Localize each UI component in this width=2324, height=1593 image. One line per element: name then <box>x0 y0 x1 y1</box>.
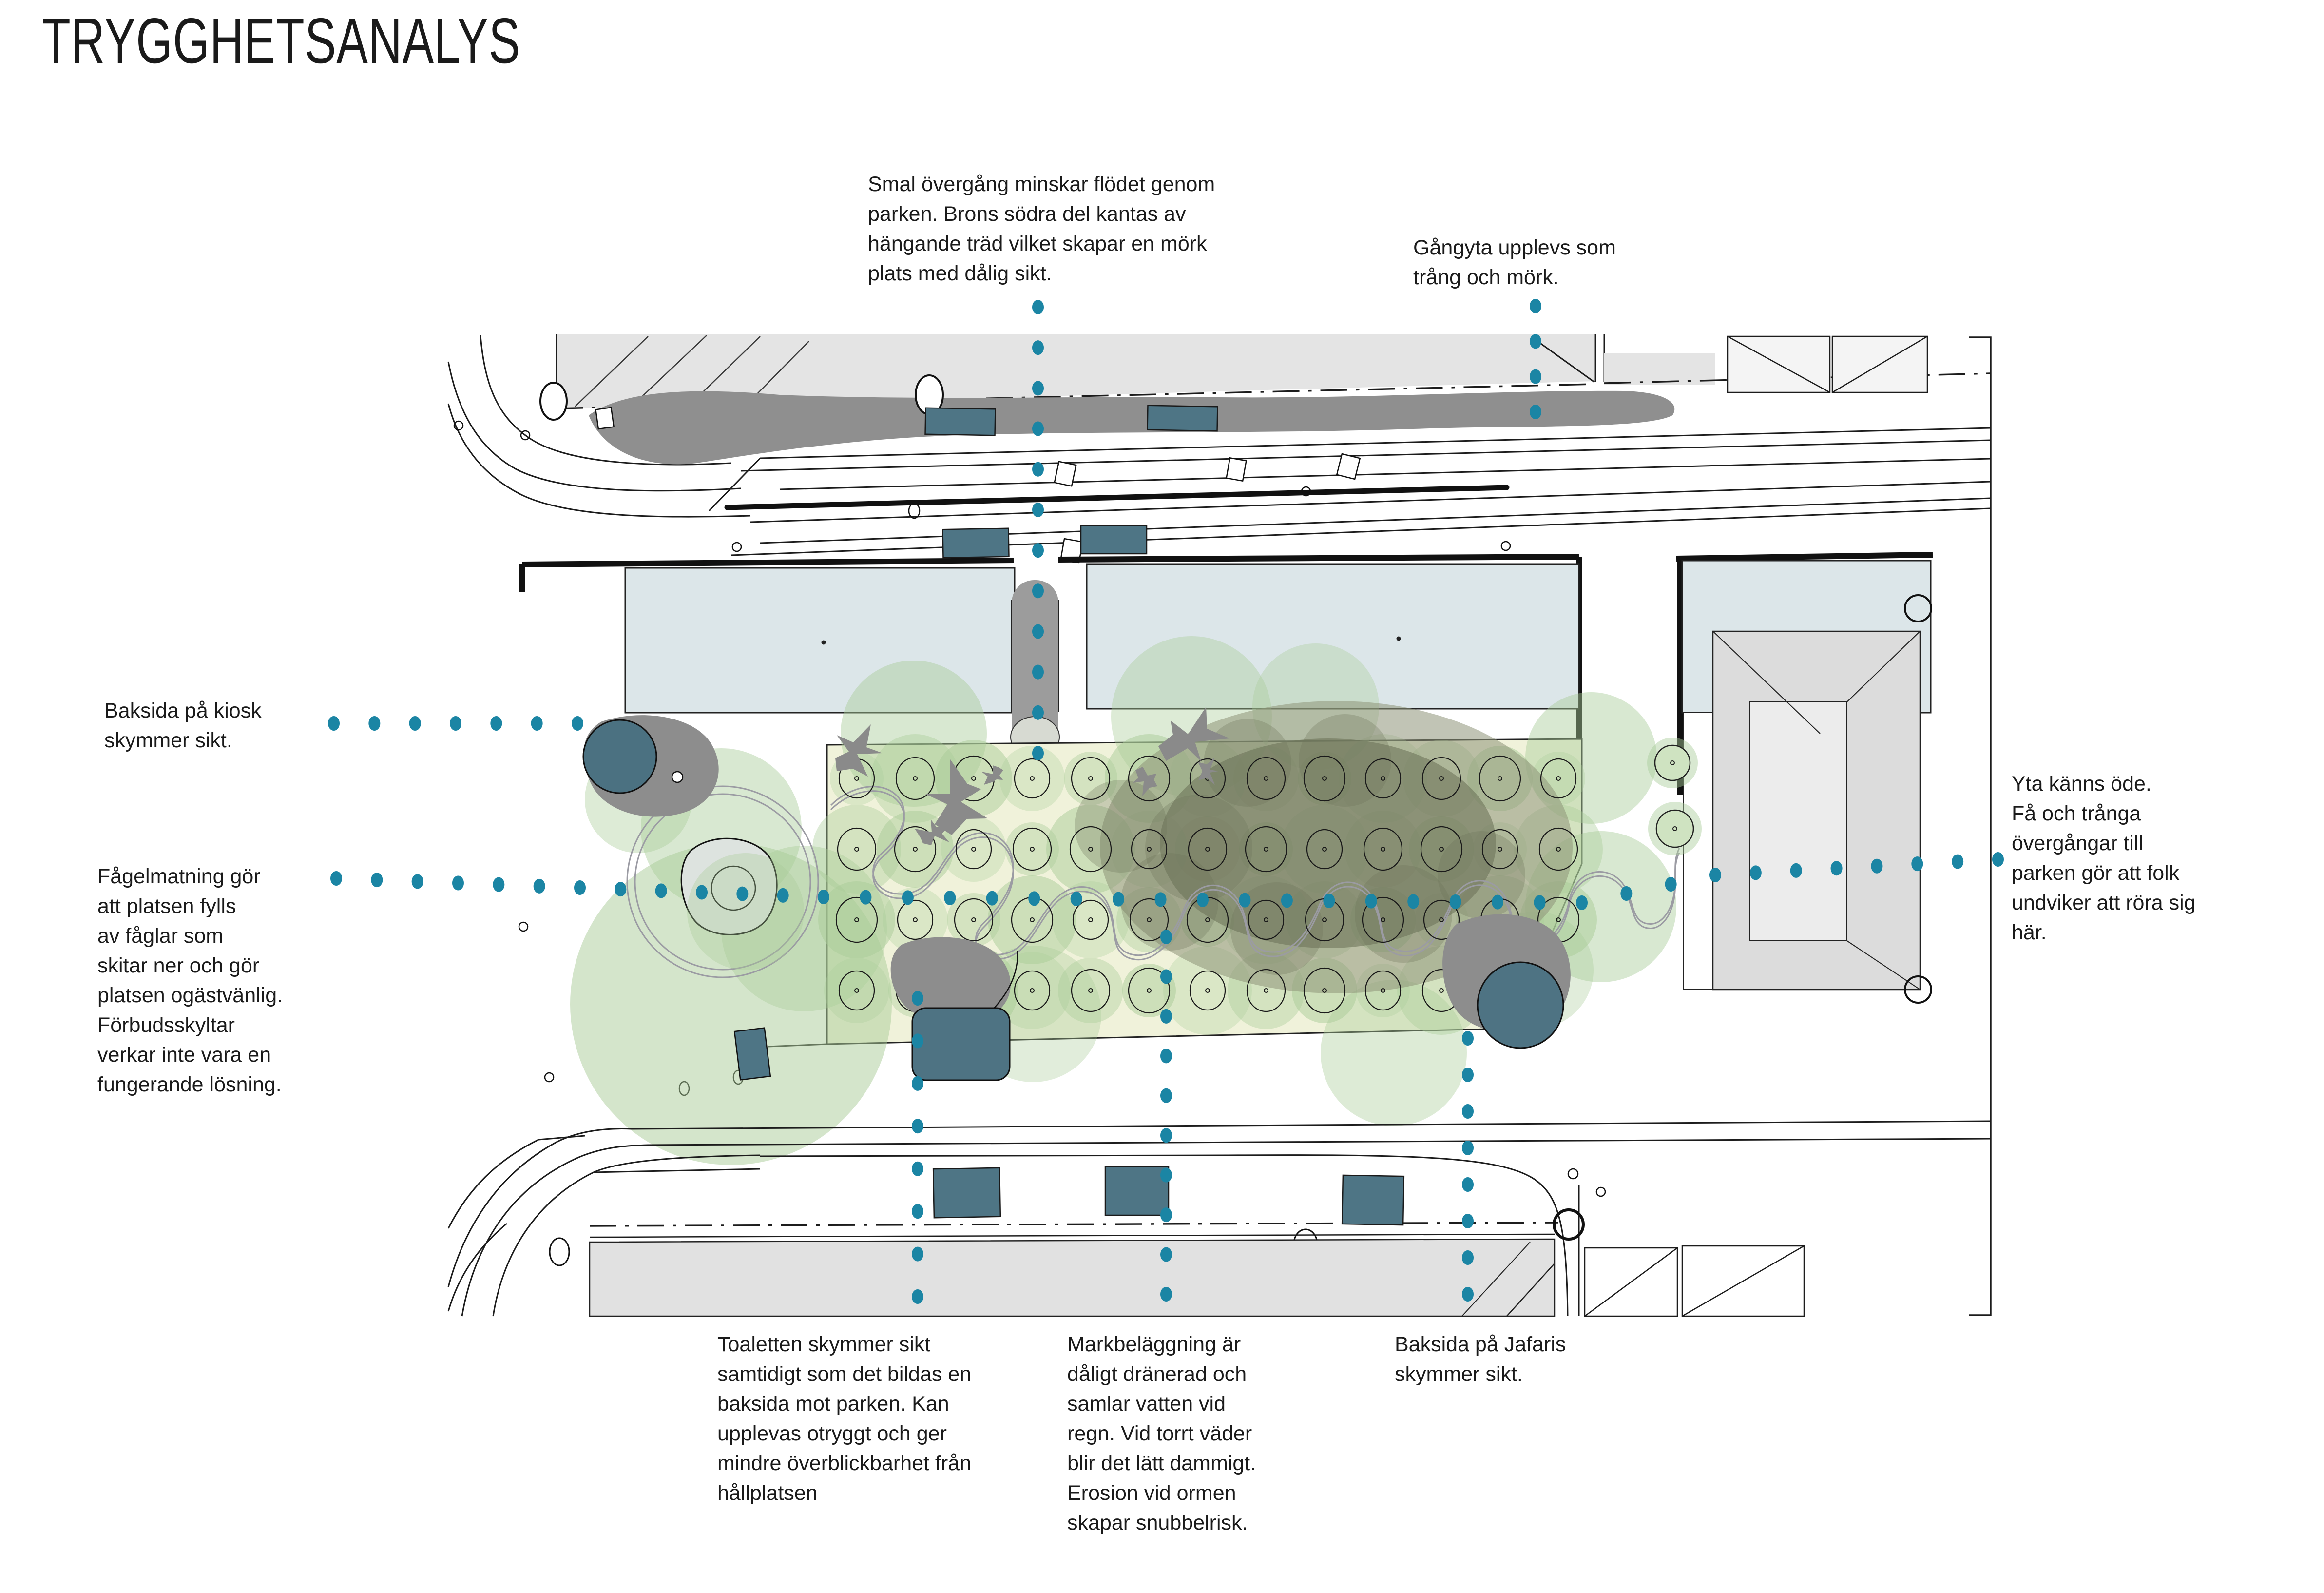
plaza-ring-outer <box>626 785 819 978</box>
tram-line <box>724 485 1510 510</box>
door-circle-top <box>1904 594 1932 622</box>
north-blocks <box>447 334 1991 518</box>
northwest-curves <box>447 335 751 518</box>
bird-droppings <box>835 707 1230 845</box>
south-boundary-dashdot <box>589 1222 1559 1227</box>
annotation-jafaris: Baksida på Jafaris skymmer sikt. <box>1395 1333 1566 1386</box>
bus-shelter-north-1 <box>924 407 996 436</box>
jafaris-kiosk <box>1442 914 1571 1049</box>
bus-shelter-south-2 <box>1080 525 1148 555</box>
building-west <box>624 567 1016 714</box>
annotation-yta: Yta känns öde. Få och trånga övergångar … <box>2012 772 2196 945</box>
toilet-building <box>911 1007 1011 1081</box>
bench-structure <box>733 1027 771 1081</box>
bus-shelter-south-1 <box>942 527 1010 559</box>
door-circle-bottom <box>1904 975 1932 1004</box>
passage-funnel <box>1537 340 1595 383</box>
bus-shelters <box>924 405 1218 559</box>
plaza <box>582 715 819 978</box>
south-block <box>589 1233 1805 1317</box>
kiosk <box>582 719 657 794</box>
boundary-dashdot <box>556 383 1594 409</box>
jafaris-building <box>1477 961 1564 1049</box>
map-right-border <box>1969 336 1992 1316</box>
annotation-toaletten: Toaletten skymmer sikt samtidigt som det… <box>717 1333 972 1505</box>
toilet-door-swing <box>994 950 1018 1009</box>
toilet <box>890 937 1018 1081</box>
east-block <box>1676 336 1992 1316</box>
fountain-mound <box>680 837 778 935</box>
plaza-ring-inner <box>634 793 811 971</box>
annotation-gangyta: Gångyta upplevs som trång och mörk. <box>1413 236 1616 290</box>
buildings-middle <box>519 554 1582 774</box>
street-trees-east <box>1647 738 1702 855</box>
south-structures <box>932 1166 1405 1226</box>
bus-shelter-north-2 <box>1147 405 1218 432</box>
north-block-east <box>1604 353 1715 385</box>
building-east <box>1086 563 1580 710</box>
page-title: TRYGGHETSANALYS <box>42 5 520 77</box>
manhole-circles <box>539 374 944 421</box>
annotation-markbelaggning: Markbeläggning är dåligt dränerad och sa… <box>1067 1333 1256 1535</box>
annotation-kiosk: Baksida på kiosk skymmer sikt. <box>104 699 262 753</box>
annotation-fagelmatning: Fågelmatning gör att platsen fylls av få… <box>97 865 283 1097</box>
dark-tree-shadow <box>1075 701 1573 993</box>
hedge-vegetation <box>589 390 1675 465</box>
roads-south <box>447 1120 1991 1317</box>
analysis-dotted-lines <box>328 299 2004 1304</box>
park <box>570 636 1680 1165</box>
north-block-band <box>557 334 1594 408</box>
northeast-buildings <box>1727 335 1928 393</box>
annotation-smal-overgang: Smal övergång minskar flödet genom parke… <box>868 173 1215 286</box>
